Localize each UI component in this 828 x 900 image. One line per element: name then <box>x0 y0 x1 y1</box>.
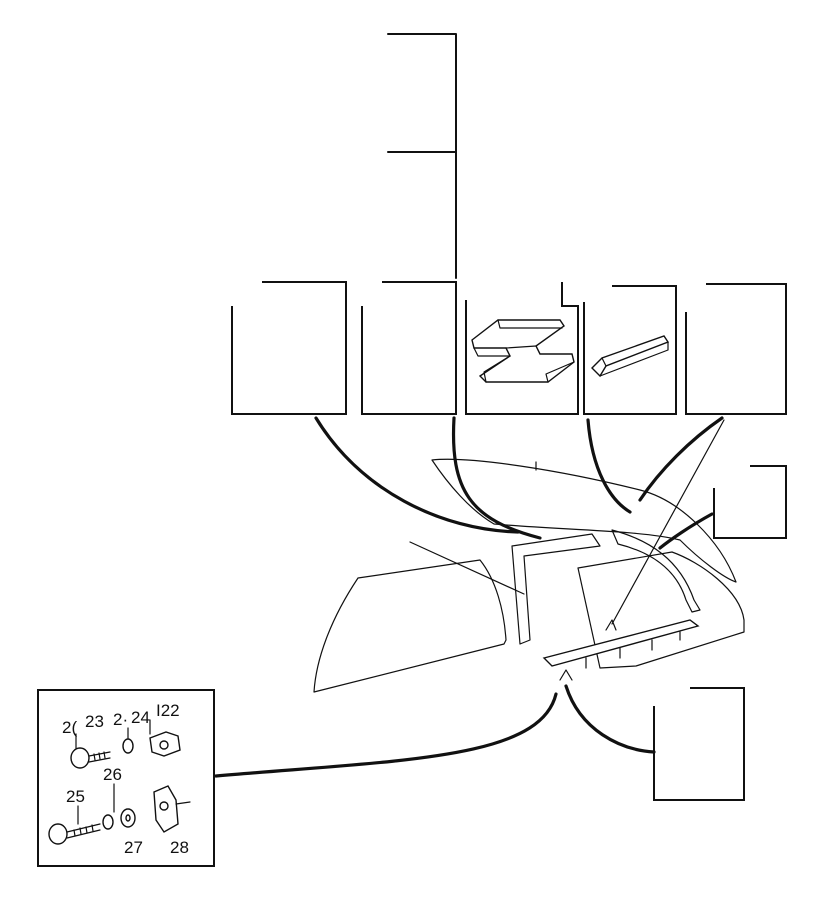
inset-label-8: 27 <box>124 838 143 857</box>
window-glass-parts <box>313 458 745 693</box>
screw-icon-bottom <box>48 823 101 845</box>
curved-leaders <box>214 416 725 778</box>
inset-label-5: I22 <box>156 701 180 720</box>
leader-line-top-1 <box>387 33 457 279</box>
inset-label-7: 25 <box>66 787 85 806</box>
glass-run-channel <box>611 529 701 613</box>
quarter-glass <box>313 559 507 693</box>
glass-pointer-line <box>409 541 525 595</box>
door-glass <box>577 551 745 669</box>
belt-rail <box>542 619 700 667</box>
leader-box1 <box>314 416 520 534</box>
washer-icon-bottom-small <box>102 814 114 830</box>
callout-box-3-rail-profile <box>465 282 579 415</box>
inset-label-6: 26 <box>103 765 122 784</box>
arrowhead-1 <box>605 619 617 631</box>
speed-clip-icon-bottom <box>153 785 191 833</box>
callout-box-2 <box>361 281 457 415</box>
clip-nut-icon-top <box>149 731 181 757</box>
inset-label-1: 2( <box>62 718 77 737</box>
inset-border <box>37 689 215 867</box>
leader-box2 <box>451 416 542 540</box>
callout-box-right-lower <box>653 687 745 801</box>
leader-inset <box>214 692 558 778</box>
hardware-inset-box: 2( 23 2· 24 I22 26 25 27 28 <box>37 689 215 867</box>
leader-right-upper <box>658 512 714 550</box>
leader-right-lower <box>564 684 656 754</box>
callout-box-5 <box>685 283 787 415</box>
callout-box-right-upper <box>713 465 787 539</box>
inset-label-4: 24 <box>131 708 150 727</box>
washer-icon-top <box>122 738 134 754</box>
callout-box-row <box>231 281 787 415</box>
inset-label-9: 28 <box>170 838 189 857</box>
leader-box5-a <box>638 416 724 502</box>
arrowhead-2 <box>559 669 573 681</box>
trim-strip-icon <box>591 335 670 378</box>
upper-side-glass <box>431 458 737 583</box>
inset-label-2: 23 <box>85 712 104 731</box>
inset-label-3: 2· <box>113 710 128 729</box>
callout-box-1 <box>231 281 347 415</box>
leader-box4 <box>586 418 632 514</box>
window-frame <box>511 533 601 645</box>
rail-profile-icon <box>471 319 575 383</box>
washer-icon-bottom-large <box>120 808 136 828</box>
top-leader-lines <box>387 33 457 279</box>
leader-box5-b <box>611 419 725 625</box>
callout-box-4-strip <box>583 285 677 415</box>
screw-icon-top <box>70 747 111 769</box>
